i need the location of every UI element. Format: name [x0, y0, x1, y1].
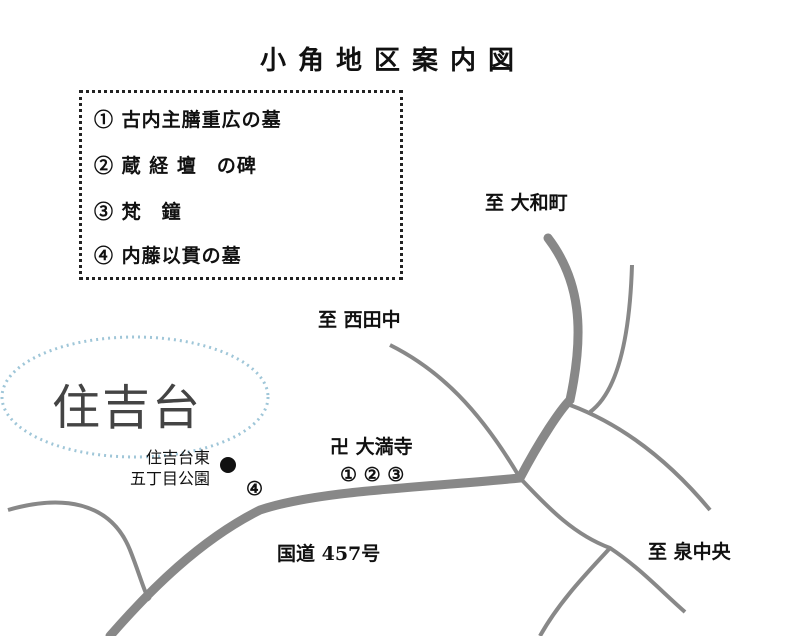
- park-dot: [220, 457, 236, 473]
- legend-item-2: ② 蔵 経 壇 の碑: [94, 155, 257, 177]
- road-branch-south: [538, 546, 612, 636]
- label-sumiyoshidai: 住吉台: [52, 380, 203, 436]
- label-to-izumichuo: 至 泉中央: [648, 541, 731, 563]
- map-title: 小角地区案内図: [259, 46, 526, 76]
- label-to-yamato: 至 大和町: [485, 192, 568, 214]
- road-to-yamato: [515, 233, 583, 483]
- legend-item-3: ③ 梵 鐘: [94, 201, 182, 223]
- label-to-nishitanaka: 至 西田中: [318, 309, 401, 331]
- legend-item-4: ④ 内藤以貫の墓: [94, 245, 242, 267]
- road-branch-northeast: [588, 264, 634, 414]
- label-route-457: 国道 457号: [277, 543, 381, 565]
- label-temple-markers: ① ② ③: [340, 464, 405, 486]
- legend-box: ① 古内主膳重広の墓 ② 蔵 経 壇 の碑 ③ 梵 鐘 ④ 内藤以貫の墓: [79, 90, 403, 280]
- label-daimanji-temple: 卍 大満寺: [330, 436, 413, 458]
- sumiyoshidai-area-outline: [0, 335, 270, 459]
- road-to-nishitanaka: [389, 343, 522, 480]
- label-marker-4: ④: [246, 478, 264, 500]
- road-west: [7, 500, 152, 602]
- label-park-line1: 住吉台東: [145, 448, 210, 467]
- label-park-line2: 五丁目公園: [129, 469, 210, 488]
- route-457-road: [105, 473, 525, 636]
- legend-item-1: ① 古内主膳重広の墓: [94, 109, 282, 131]
- road-branch-east: [569, 403, 712, 512]
